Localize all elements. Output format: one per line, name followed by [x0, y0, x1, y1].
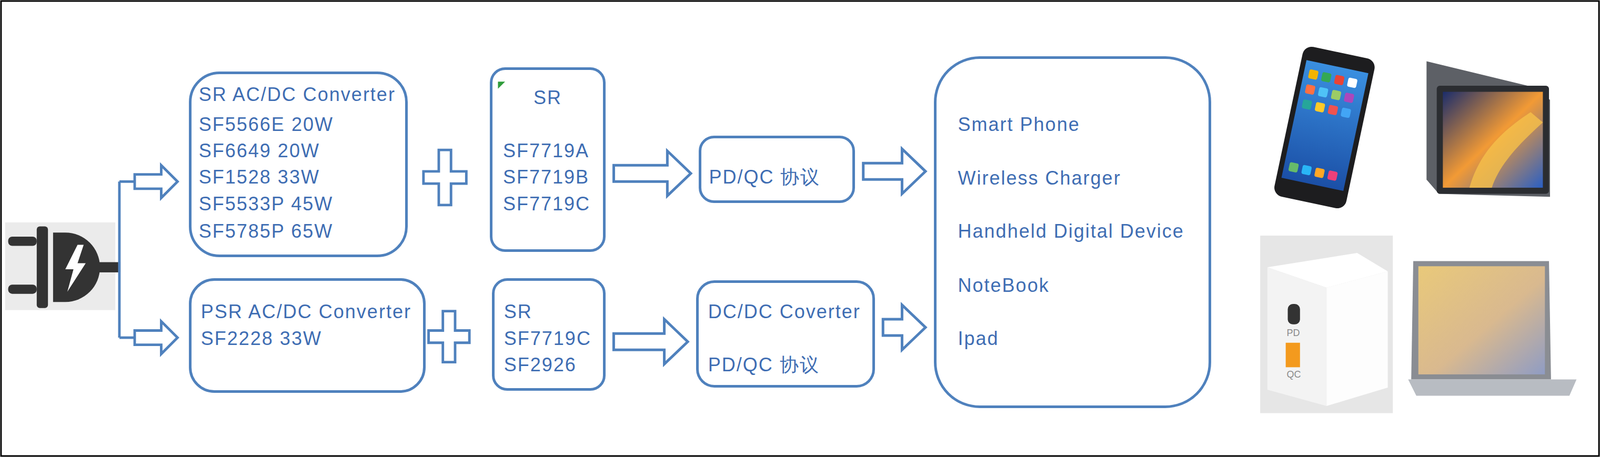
branch-arrows [119, 165, 178, 355]
box-text: SF2228 33W [200, 326, 322, 352]
box-heading: PSR AC/DC Converter [200, 299, 412, 325]
tablet-picture [1426, 61, 1551, 197]
box-text: SF7719A [502, 138, 590, 164]
plug-icon [5, 222, 120, 311]
box-text: SF7719B [502, 164, 590, 190]
charger-picture [1260, 235, 1393, 414]
block-arrow [882, 305, 926, 350]
block-arrow [863, 148, 926, 194]
box-text: PD/QC 协议 [708, 352, 820, 378]
device-box: Smart PhoneWireless ChargerHandheld Digi… [933, 56, 1212, 409]
plus-symbol [423, 149, 470, 362]
port-label: PD [1286, 327, 1301, 339]
box-text: SF5533P 45W [198, 191, 334, 217]
rectifier-box: SR SF7719ASF7719BSF7719C [489, 67, 606, 253]
block-arrow [613, 319, 688, 365]
box-text: Handheld Digital Device [958, 218, 1185, 245]
converter-box: PSR AC/DC ConverterSF2228 33W [188, 278, 426, 393]
corner-mark [497, 81, 506, 89]
box-text: Wireless Charger [958, 165, 1122, 191]
box-heading: SR [533, 85, 562, 111]
block-arrow [614, 151, 691, 196]
box-heading: SR AC/DC Converter [198, 82, 396, 108]
phone-picture [1272, 45, 1377, 211]
box-text: SF2926 [504, 352, 577, 378]
laptop-picture [1407, 261, 1577, 397]
box-text: Ipad [958, 326, 1000, 352]
box-heading: Smart Phone [958, 112, 1081, 138]
rectifier-box: SRSF7719CSF2926 [491, 278, 606, 391]
box-text: SF5785P 65W [198, 218, 334, 245]
box-text: SF7719C [504, 326, 592, 352]
box-heading: SR [504, 299, 533, 325]
box-heading: PD/QC 协议 [708, 164, 821, 190]
box-text: SF7719C [502, 191, 591, 217]
converter-box: SR AC/DC ConverterSF5566E 20WSF6649 20WS… [188, 71, 408, 258]
protocol-box: PD/QC 协议 [698, 135, 855, 204]
port-label: QC [1286, 369, 1302, 380]
box-text: NoteBook [958, 273, 1050, 299]
box-text: SF5566E 20W [198, 112, 334, 138]
box-text: SF6649 20W [198, 138, 320, 164]
box-heading: DC/DC Coverter [708, 299, 861, 325]
protocol-box: DC/DC CoverterPD/QC 协议 [696, 280, 875, 388]
box-text: SF1528 33W [198, 164, 320, 190]
